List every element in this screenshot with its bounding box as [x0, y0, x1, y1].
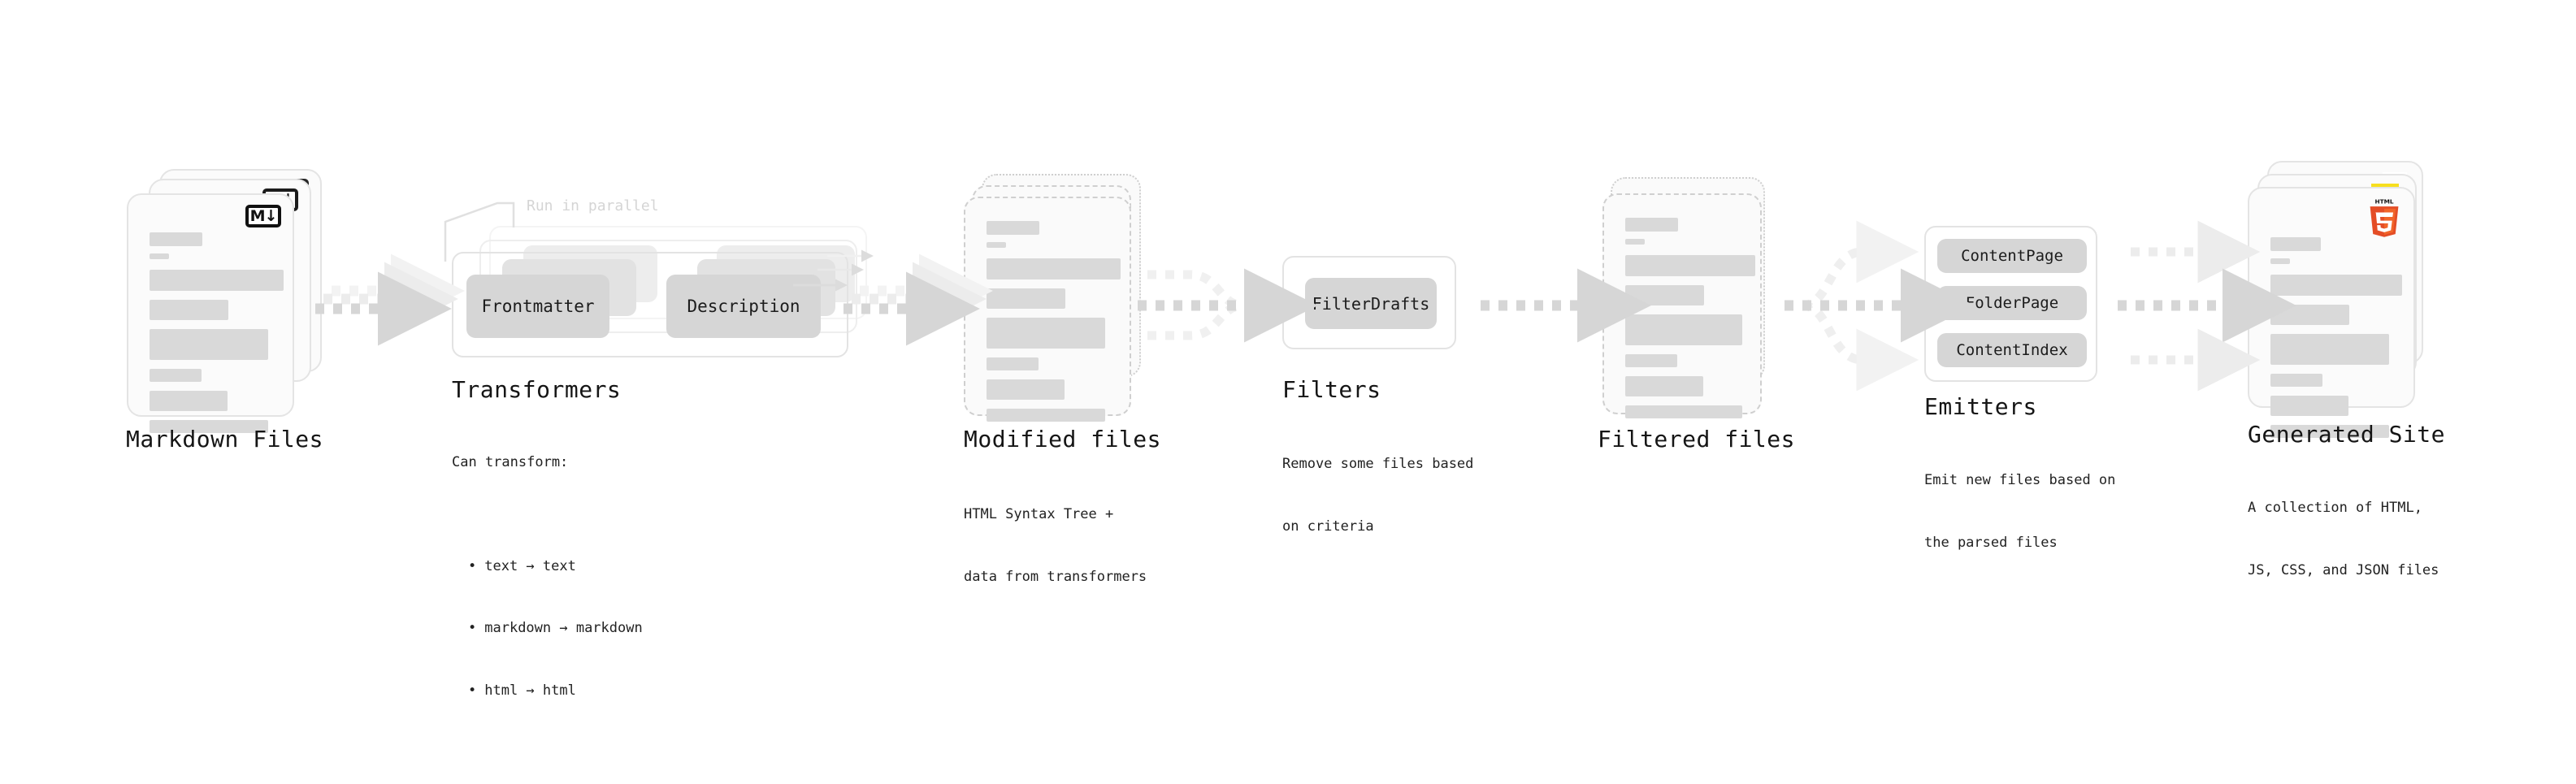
transformers-bullet-list: text → text markdown → markdown html → h…	[452, 515, 643, 743]
generated-site-title: Generated Site	[2248, 421, 2446, 448]
markdown-card-front: M↓	[127, 193, 294, 433]
arrow-filtered-to-emitters	[1785, 220, 1975, 392]
placeholder-bar	[987, 288, 1065, 309]
placeholder-bar	[1625, 354, 1677, 367]
generated-site-description: A collection of HTML, JS, CSS, and JSON …	[2248, 457, 2439, 622]
placeholder-bar	[2270, 374, 2322, 387]
transformers-bullet: markdown → markdown	[468, 618, 642, 639]
filters-description: Remove some files based on criteria	[1282, 413, 1473, 578]
document-placeholder-lines	[2270, 237, 2402, 445]
placeholder-bar	[150, 232, 202, 246]
placeholder-bar	[1625, 285, 1704, 305]
emitters-sub-line: Emit new files based on	[1924, 472, 2116, 488]
markdown-files-title: Markdown Files	[126, 426, 324, 453]
placeholder-bar	[2270, 237, 2321, 251]
placeholder-bar	[1625, 218, 1678, 232]
placeholder-bar	[1625, 239, 1645, 245]
placeholder-bar	[2270, 275, 2402, 296]
arrow-emitters-to-site	[2118, 220, 2296, 392]
document-placeholder-lines	[150, 232, 284, 440]
transformer-chip-description[interactable]: Description	[666, 275, 821, 338]
emitter-chip-contentindex[interactable]: ContentIndex	[1937, 333, 2087, 367]
emitter-chip-contentpage[interactable]: ContentPage	[1937, 239, 2087, 273]
html5-icon: HTML	[2366, 197, 2402, 237]
placeholder-bar	[987, 409, 1105, 422]
modified-files-description: HTML Syntax Tree + data from transformer…	[964, 463, 1147, 629]
transformers-title: Transformers	[452, 376, 622, 403]
placeholder-bar	[1625, 255, 1755, 276]
transformers-sub-heading: Can transform:	[452, 454, 569, 470]
placeholder-bar	[987, 379, 1065, 400]
emitter-chip-folderpage[interactable]: FolderPage	[1937, 286, 2087, 320]
placeholder-bar	[150, 420, 268, 433]
modified-files-sub-line: data from transformers	[964, 568, 1147, 585]
placeholder-bar	[150, 270, 284, 291]
document-placeholder-lines	[1625, 218, 1755, 426]
modified-card-front	[964, 197, 1131, 422]
placeholder-bar	[1625, 376, 1703, 396]
svg-text:HTML: HTML	[2374, 198, 2393, 206]
placeholder-bar	[1625, 314, 1742, 345]
generated-site-sub-line: JS, CSS, and JSON files	[2248, 561, 2439, 578]
modified-files-sub-line: HTML Syntax Tree +	[964, 506, 1114, 522]
transformers-description: Can transform: text → text markdown → ma…	[452, 411, 643, 784]
placeholder-bar	[987, 242, 1006, 248]
placeholder-bar	[2270, 258, 2290, 264]
generated-card-front: HTML	[2248, 187, 2415, 438]
placeholder-bar	[987, 258, 1121, 279]
placeholder-bar	[150, 391, 228, 411]
run-in-parallel-label: Run in parallel	[527, 197, 659, 214]
arrow-modified-to-filters	[1138, 268, 1318, 343]
filters-sub-line: on criteria	[1282, 518, 1374, 535]
placeholder-bar	[2270, 425, 2389, 438]
filtered-files-title: Filtered files	[1598, 426, 1796, 453]
arrow-markdown-to-transformers	[315, 253, 465, 346]
filters-title: Filters	[1282, 376, 1381, 403]
placeholder-bar	[150, 329, 268, 360]
transformer-chip-frontmatter[interactable]: Frontmatter	[466, 275, 609, 338]
modified-files-title: Modified files	[964, 426, 1162, 453]
placeholder-bar	[987, 357, 1039, 370]
filters-box: FilterDrafts	[1282, 256, 1456, 349]
emitters-sub-line: the parsed files	[1924, 534, 2058, 551]
pipeline-diagram: M↓ M↓ M↓ Markdown Files Run in parallel …	[0, 0, 2576, 681]
emitters-box: ContentPage FolderPage ContentIndex	[1924, 226, 2097, 382]
generated-site-sub-line: A collection of HTML,	[2248, 500, 2422, 516]
placeholder-bar	[150, 300, 228, 320]
markdown-icon: M↓	[245, 205, 281, 227]
emitters-title: Emitters	[1924, 393, 2037, 420]
placeholder-bar	[987, 318, 1105, 349]
placeholder-bar	[150, 369, 202, 382]
document-placeholder-lines	[987, 221, 1121, 429]
filtered-card-front	[1602, 193, 1762, 418]
filter-chip-filterdrafts[interactable]: FilterDrafts	[1305, 278, 1437, 329]
placeholder-bar	[1625, 405, 1742, 418]
placeholder-bar	[150, 253, 169, 259]
transformer-box-front: Frontmatter Description	[452, 252, 848, 357]
placeholder-bar	[2270, 334, 2389, 365]
transformers-bullet: text → text	[468, 557, 643, 578]
emitters-description: Emit new files based on the parsed files	[1924, 429, 2115, 595]
filters-sub-line: Remove some files based	[1282, 456, 1474, 472]
placeholder-bar	[2270, 305, 2349, 325]
placeholder-bar	[987, 221, 1039, 235]
transformers-bullet: html → html	[468, 681, 643, 702]
placeholder-bar	[2270, 396, 2348, 416]
